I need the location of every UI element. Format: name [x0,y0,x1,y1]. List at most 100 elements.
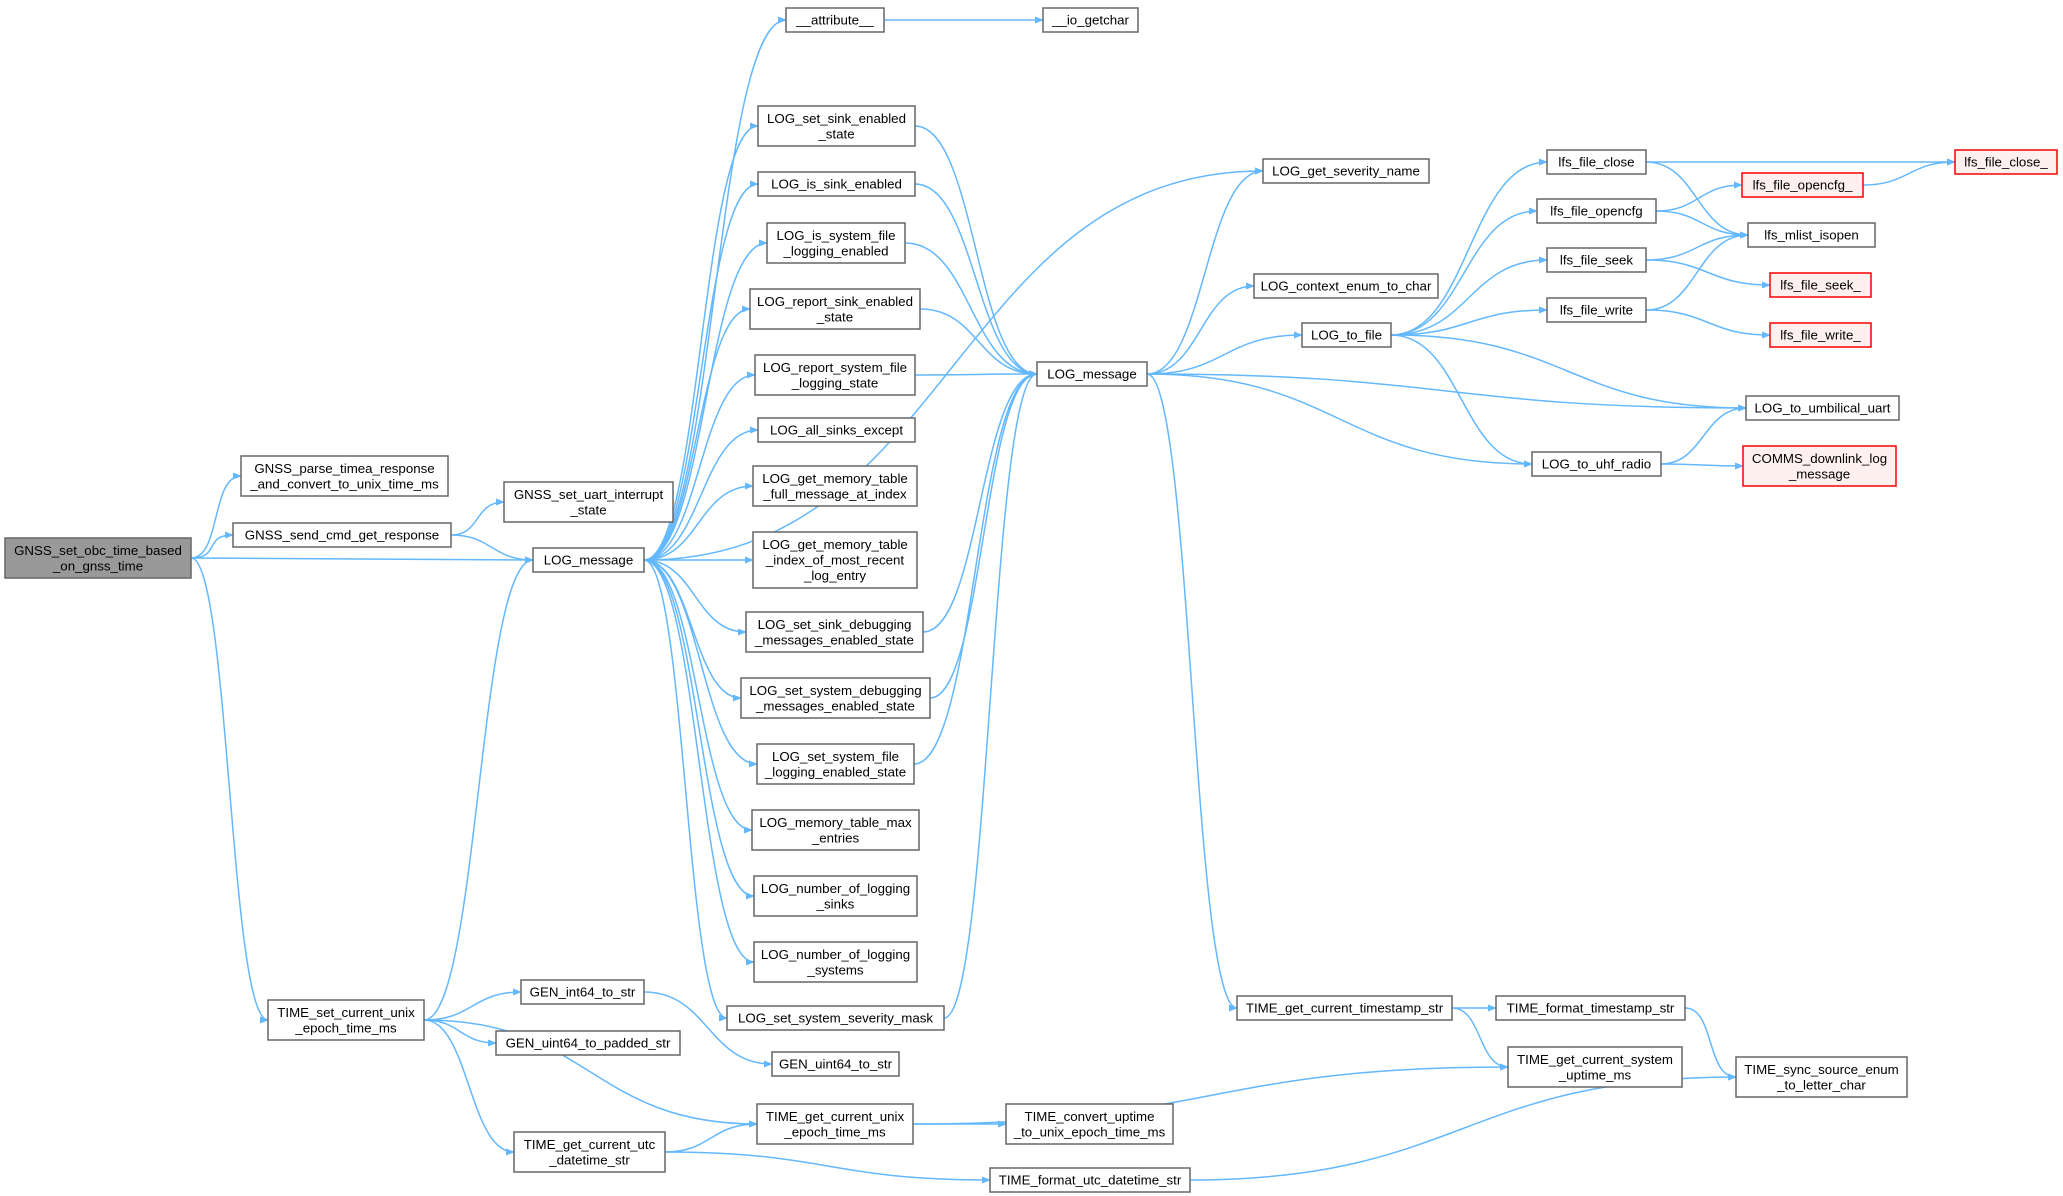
node-gen-int64[interactable]: GEN_int64_to_str [520,979,645,1005]
node-lfs-file-close[interactable]: lfs_file_close_ [1954,149,2058,175]
node-log-num-sinks[interactable]: LOG_number_of_logging_sinks [753,875,918,917]
node-label: _datetime_str [548,1152,630,1167]
node-label: _on_gnss_time [52,558,143,573]
node-time-sync-src[interactable]: TIME_sync_source_enum_to_letter_char [1735,1056,1908,1098]
node-time-conv-uptime[interactable]: TIME_convert_uptime_to_unix_epoch_time_m… [1005,1103,1174,1145]
node-gnss-parse[interactable]: GNSS_parse_timea_response_and_convert_to… [240,455,449,497]
edge-line [1451,1007,1509,1071]
node-label: __attribute__ [795,13,874,28]
node-time-set-unix[interactable]: TIME_set_current_unix_epoch_time_ms [267,999,425,1041]
node-box [1005,1103,1174,1145]
function-nodes: GNSS_set_obc_time_based_on_gnss_time GNSS… [4,7,2058,1193]
node-comms-downlink[interactable]: COMMS_downlink_log_message [1742,445,1897,487]
node-box [1507,1046,1683,1088]
node-log-to-uhf[interactable]: LOG_to_uhf_radio [1531,451,1662,477]
edge-log-set-sys-dbg-to-log-message-b [929,370,1038,699]
edge-log-message-a-to-log-is-sink-en [643,180,759,561]
edge-time-get-utc-to-time-get-unix [664,1120,758,1153]
node-attribute[interactable]: __attribute__ [785,7,885,33]
node-lfs-file-seek[interactable]: lfs_file_seek [1546,247,1647,273]
node-log-report-sysfile[interactable]: LOG_report_system_file_logging_state [754,354,916,396]
edge-line [190,531,234,559]
node-log-is-sink-en[interactable]: LOG_is_sink_enabled [757,171,916,197]
node-gen-uint64[interactable]: GEN_uint64_to_str [771,1051,900,1077]
node-label: LOG_to_file [1311,328,1382,343]
node-log-set-sink-en[interactable]: LOG_set_sink_enabled_state [757,105,916,147]
edge-line [1684,1007,1737,1081]
edge-line [919,308,1038,378]
node-box [1253,273,1439,299]
node-box [532,547,645,573]
node-lfs-file-write[interactable]: lfs_file_write_ [1769,322,1872,348]
node-box [1546,247,1647,273]
node-box [749,288,921,330]
edge-log-message-a-to-log-all-sinks [643,426,759,561]
node-log-ctx-enum[interactable]: LOG_context_enum_to_char [1253,273,1439,299]
node-label: _and_convert_to_unix_time_ms [249,476,439,491]
node-lfs-file-close[interactable]: lfs_file_close [1546,149,1647,175]
node-log-mem-index[interactable]: LOG_get_memory_table_index_of_most_recen… [752,531,918,589]
node-log-to-file[interactable]: LOG_to_file [1301,322,1392,348]
edge-line [190,556,534,564]
edge-line [1660,462,1744,470]
node-log-message-a[interactable]: LOG_message [532,547,645,573]
edge-time-set-unix-to-log-message-a [423,556,534,1021]
node-log-get-sev-name[interactable]: LOG_get_severity_name [1262,158,1430,184]
node-label: LOG_get_memory_table [762,471,908,486]
node-log-set-sys-dbg[interactable]: LOG_set_system_debugging_messages_enable… [740,677,931,719]
node-gnss-send[interactable]: GNSS_send_cmd_get_response [232,522,452,548]
node-time-get-unix[interactable]: TIME_get_current_unix_epoch_time_ms [756,1103,914,1145]
node-log-set-sysfile[interactable]: LOG_set_system_file_logging_enabled_stat… [756,743,915,785]
node-label: _to_letter_char [1776,1077,1866,1092]
node-lfs-file-opencfg[interactable]: lfs_file_opencfg [1536,198,1657,224]
node-io-getchar[interactable]: __io_getchar [1042,7,1139,33]
edge-line [190,472,242,559]
node-label: _messages_enabled_state [754,632,914,647]
node-label: _epoch_time_ms [294,1020,397,1035]
edge-line [643,559,758,768]
edge-line [423,988,522,1021]
node-gnss-set-obc[interactable]: GNSS_set_obc_time_based_on_gnss_time [4,537,192,579]
node-log-num-systems[interactable]: LOG_number_of_logging_systems [753,941,918,983]
edge-line [943,370,1038,1019]
node-lfs-file-opencfg[interactable]: lfs_file_opencfg_ [1741,172,1864,198]
node-label: _to_unix_epoch_time_ms [1013,1124,1166,1139]
node-log-set-sev-mask[interactable]: LOG_set_system_severity_mask [726,1005,945,1031]
node-gen-uint64-padded[interactable]: GEN_uint64_to_padded_str [495,1030,681,1056]
node-gnss-uart[interactable]: GNSS_set_uart_interrupt_state [503,481,674,523]
node-lfs-file-seek[interactable]: lfs_file_seek_ [1769,272,1872,298]
node-time-get-utc[interactable]: TIME_get_current_utc_datetime_str [513,1131,666,1173]
node-box [1262,158,1430,184]
node-label: LOG_get_severity_name [1272,164,1420,179]
node-label: lfs_file_seek_ [1780,278,1861,293]
node-box [1745,395,1900,421]
node-time-fmt-utc[interactable]: TIME_format_utc_datetime_str [989,1167,1191,1193]
node-log-to-uart[interactable]: LOG_to_umbilical_uart [1745,395,1900,421]
edge-gnss-set-obc-to-log-message-a [190,556,534,564]
node-label: _uptime_ms [1558,1067,1632,1082]
edge-time-set-unix-to-time-get-unix [423,1019,758,1128]
node-time-fmt-ts[interactable]: TIME_format_timestamp_str [1495,995,1686,1021]
edge-log-message-b-to-log-ctx-enum [1146,282,1255,375]
node-log-mem-max[interactable]: LOG_memory_table_max_entries [751,809,920,851]
node-label: LOG_number_of_logging [761,881,910,896]
node-lfs-mlist-isopen[interactable]: lfs_mlist_isopen [1747,222,1876,248]
node-log-is-sysfile[interactable]: LOG_is_system_file_logging_enabled [766,222,906,264]
node-log-set-sink-dbg[interactable]: LOG_set_sink_debugging_messages_enabled_… [745,611,924,653]
edge-line [1645,259,1771,289]
edge-log-set-sysfile-to-log-message-b [913,370,1038,765]
node-log-message-b[interactable]: LOG_message [1036,361,1148,387]
node-log-all-sinks[interactable]: LOG_all_sinks_except [757,417,916,443]
edge-time-set-unix-to-gen-int64 [423,988,522,1021]
edge-log-message-a-to-log-report-sysfile [643,371,756,561]
edge-gnss-send-to-log-message-a [450,534,534,564]
node-time-get-sys-up[interactable]: TIME_get_current_system_uptime_ms [1507,1046,1683,1088]
edge-line [1146,373,1238,1012]
edge-time-get-ts-to-time-get-sys-up [1451,1007,1509,1071]
node-time-get-ts[interactable]: TIME_get_current_timestamp_str [1236,995,1453,1021]
node-lfs-file-write[interactable]: lfs_file_write [1546,297,1647,323]
node-log-mem-full[interactable]: LOG_get_memory_table_full_message_at_ind… [752,465,918,507]
node-log-report-sink[interactable]: LOG_report_sink_enabled_state [749,288,921,330]
edge-log-message-a-to-log-get-sev-name [643,167,1264,561]
node-label: TIME_get_current_unix [766,1109,905,1124]
